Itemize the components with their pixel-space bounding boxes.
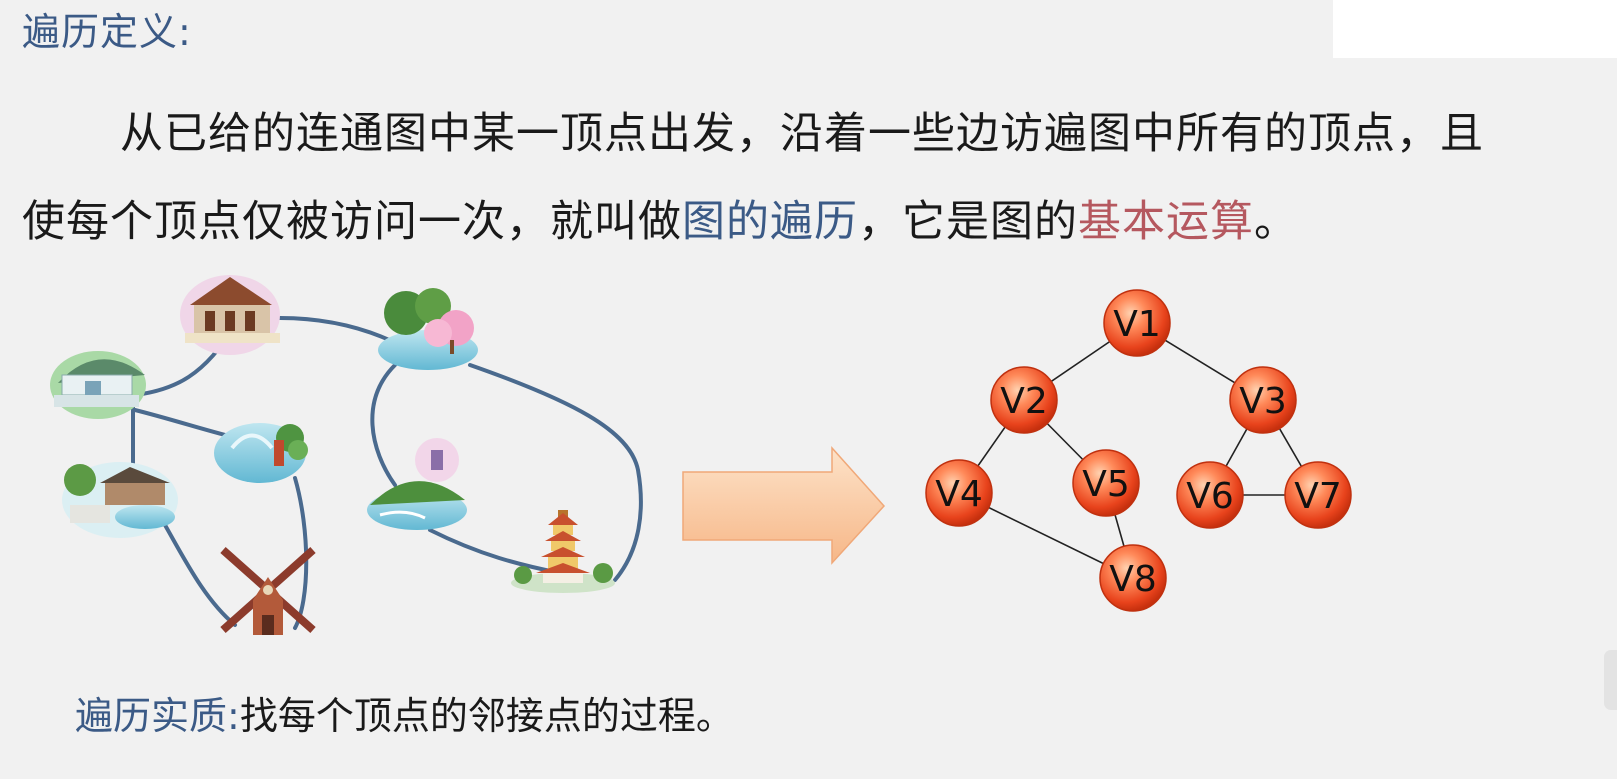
right-arrow-icon [682, 446, 886, 565]
definition-text-c: 。 [1254, 197, 1298, 247]
fountain-icon [214, 423, 308, 483]
graph-node-label: V4 [935, 474, 983, 515]
graph-node-v8: V8 [1099, 544, 1167, 612]
essence-line: 遍历实质:找每个顶点的邻接点的过程。 [75, 692, 734, 741]
definition-text-b: ，它是图的 [858, 197, 1078, 247]
graph-edges [958, 322, 1319, 579]
graph-node-v2: V2 [990, 366, 1058, 434]
museum-icon [50, 351, 146, 419]
definition-paragraph: 从已给的连通图中某一顶点出发，沿着一些边访遍图中所有的顶点，且 使每个顶点仅被访… [22, 90, 1612, 266]
pavilion-icon [180, 275, 280, 355]
windmill-icon [220, 547, 316, 635]
route-pavilion-garden [278, 316, 402, 347]
graph-node-label: V7 [1294, 476, 1342, 517]
graph-node-v7: V7 [1284, 461, 1352, 529]
term-basic-operation: 基本运算 [1078, 197, 1254, 247]
section-title: 遍历定义: [22, 10, 192, 54]
graph-node-circle [1072, 449, 1140, 517]
graph-node-circle [1229, 366, 1297, 434]
route-garden-hilltemple [370, 363, 397, 487]
graph-node-v5: V5 [1072, 449, 1140, 517]
essence-label: 遍历实质: [75, 694, 240, 738]
graph-node-label: V3 [1239, 381, 1287, 422]
definition-text-a: 使每个顶点仅被访问一次，就叫做 [22, 197, 682, 247]
route-hilltemple-pagoda [428, 528, 562, 575]
route-garden-pagoda [468, 363, 643, 582]
route-house-windmill [163, 523, 237, 627]
graph-node-v4: V4 [925, 459, 993, 527]
graph-node-circle [925, 459, 993, 527]
graph-node-circle [1103, 289, 1171, 357]
graph-node-label: V6 [1186, 476, 1234, 517]
graph-node-label: V5 [1082, 464, 1130, 505]
graph-node-label: V8 [1109, 559, 1157, 600]
definition-line-1: 从已给的连通图中某一顶点出发，沿着一些边访遍图中所有的顶点，且 [120, 109, 1484, 159]
definition-line-2: 使每个顶点仅被访问一次，就叫做图的遍历，它是图的基本运算。 [22, 178, 1612, 266]
graph-node-label: V2 [1000, 381, 1048, 422]
graph-node-circle [1099, 544, 1167, 612]
garden-icon [378, 288, 478, 370]
graph-node-v6: V6 [1176, 461, 1244, 529]
term-graph-traversal: 图的遍历 [682, 197, 858, 247]
graph-node-circle [1176, 461, 1244, 529]
pagoda-icon [511, 510, 615, 593]
graph-node-v3: V3 [1229, 366, 1297, 434]
graph-node-circle [1284, 461, 1352, 529]
graph-node-v1: V1 [1103, 289, 1171, 357]
ancient-house-icon [62, 462, 178, 538]
scrollbar-thumb[interactable] [1604, 650, 1617, 710]
hill-temple-icon [367, 438, 467, 530]
header-blank-area [1333, 0, 1617, 58]
graph-node-circle [990, 366, 1058, 434]
graph-node-label: V1 [1113, 304, 1161, 345]
essence-text: 找每个顶点的邻接点的过程。 [239, 694, 734, 738]
